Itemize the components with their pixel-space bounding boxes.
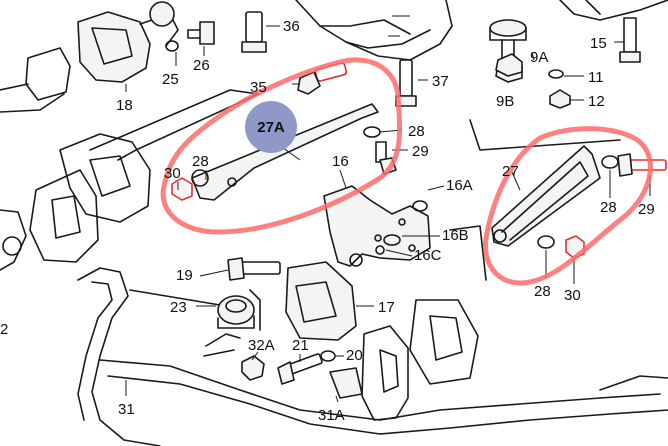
label-27: 27 bbox=[502, 163, 519, 180]
callout-badge-27a: 27A bbox=[245, 101, 297, 153]
bracket-16 bbox=[323, 185, 431, 267]
label-35: 35 bbox=[250, 79, 267, 96]
label-28-right: 28 bbox=[600, 199, 617, 216]
strut-27a-group bbox=[171, 62, 397, 201]
label-25: 25 bbox=[162, 71, 179, 88]
fasteners bbox=[165, 11, 641, 399]
label-29-upper: 29 bbox=[412, 143, 429, 160]
label-16b: 16B bbox=[442, 227, 469, 244]
label-23: 23 bbox=[170, 299, 187, 316]
label-18: 18 bbox=[116, 97, 133, 114]
label-28-bottom: 28 bbox=[534, 283, 551, 300]
label-30-bottom: 30 bbox=[564, 287, 581, 304]
label-21: 21 bbox=[292, 337, 309, 354]
label-32a: 32A bbox=[248, 337, 275, 354]
label-2: 2 bbox=[0, 321, 8, 338]
label-30-left: 30 bbox=[164, 165, 181, 182]
label-37: 37 bbox=[432, 73, 449, 90]
label-16c: 16C bbox=[414, 247, 442, 264]
callout-label: 27A bbox=[257, 119, 285, 136]
upper-right-bracket bbox=[559, 0, 668, 21]
lower-right-brackets bbox=[361, 119, 668, 421]
label-12: 12 bbox=[588, 93, 605, 110]
label-28-left: 28 bbox=[192, 153, 209, 170]
label-26: 26 bbox=[193, 57, 210, 74]
label-17: 17 bbox=[378, 299, 395, 316]
bushing-23 bbox=[203, 295, 255, 357]
label-15: 15 bbox=[590, 35, 607, 52]
rubber-mount-17 bbox=[285, 261, 357, 341]
label-29-right: 29 bbox=[638, 201, 655, 218]
label-19: 19 bbox=[176, 267, 193, 284]
highlight-right-strut bbox=[482, 126, 653, 286]
strut-27-group bbox=[491, 145, 667, 259]
upper-crossmember-bracket bbox=[295, 0, 453, 61]
label-36: 36 bbox=[283, 18, 300, 35]
label-20: 20 bbox=[346, 347, 363, 364]
label-16: 16 bbox=[332, 153, 349, 170]
label-31: 31 bbox=[118, 401, 135, 418]
highlight-left-strut bbox=[160, 57, 403, 235]
mount-bracket-18 bbox=[0, 1, 179, 113]
label-31a: 31A bbox=[318, 407, 345, 424]
label-9a: 9A bbox=[530, 49, 548, 66]
part-labels: 36 25 26 18 35 37 28 29 30 28 16 16A 16B… bbox=[0, 18, 655, 424]
label-9b: 9B bbox=[496, 93, 514, 110]
label-16a: 16A bbox=[446, 177, 473, 194]
label-11: 11 bbox=[588, 69, 604, 86]
label-28-upper: 28 bbox=[408, 123, 425, 140]
